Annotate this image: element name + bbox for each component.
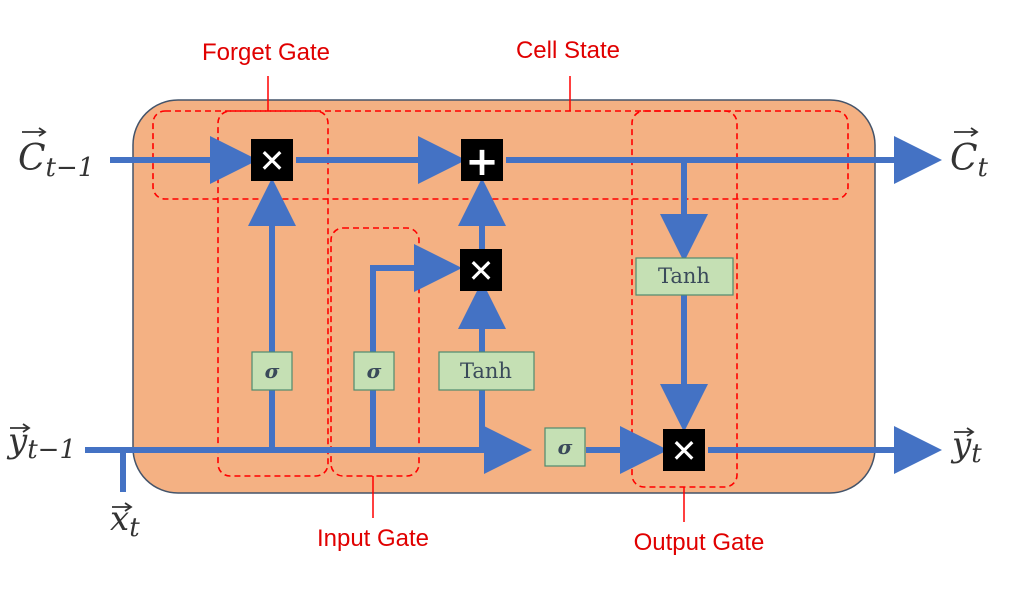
forget-gate-region	[217, 110, 329, 477]
cell-state-region	[152, 110, 849, 200]
y-prev-symbol: yt−1	[6, 421, 76, 465]
svg-text:xt: xt	[110, 499, 140, 543]
x-t-symbol: xt	[110, 499, 140, 543]
multiply-icon: ✕	[259, 142, 286, 180]
output-tanh-box: Tanh	[635, 257, 734, 296]
input-gate-label: Input Gate	[317, 525, 429, 552]
output-gate-label: Output Gate	[634, 529, 765, 556]
y-next-symbol: yt	[950, 425, 982, 469]
output-multiply-op: ✕	[663, 429, 705, 471]
svg-text:yt−1: yt−1	[6, 421, 76, 465]
sigma-label: σ	[265, 359, 280, 383]
candidate-tanh-box: Tanh	[438, 351, 535, 391]
add-icon: +	[465, 139, 499, 185]
forget-gate-label: Forget Gate	[202, 39, 330, 66]
output-sigma-box: σ	[544, 427, 586, 467]
cell-state-label: Cell State	[516, 37, 620, 64]
tanh-label: Tanh	[460, 359, 512, 383]
input-multiply-op: ✕	[460, 249, 502, 291]
multiply-icon: ✕	[468, 252, 495, 290]
c-prev-symbol: Ct−1	[18, 127, 94, 183]
multiply-icon: ✕	[671, 432, 698, 470]
svg-text:Ct: Ct	[950, 138, 989, 183]
tanh-label: Tanh	[658, 264, 710, 288]
cell-add-op: +	[461, 139, 503, 185]
sigma-label: σ	[558, 435, 573, 459]
forget-multiply-op: ✕	[251, 139, 293, 181]
input-gate-region	[330, 227, 420, 477]
svg-text:Ct−1: Ct−1	[18, 138, 94, 183]
forget-sigma-box: σ	[251, 351, 293, 391]
svg-text:yt: yt	[950, 425, 982, 469]
c-next-symbol: Ct	[950, 127, 989, 183]
input-sigma-box: σ	[353, 351, 395, 391]
sigma-label: σ	[367, 359, 382, 383]
